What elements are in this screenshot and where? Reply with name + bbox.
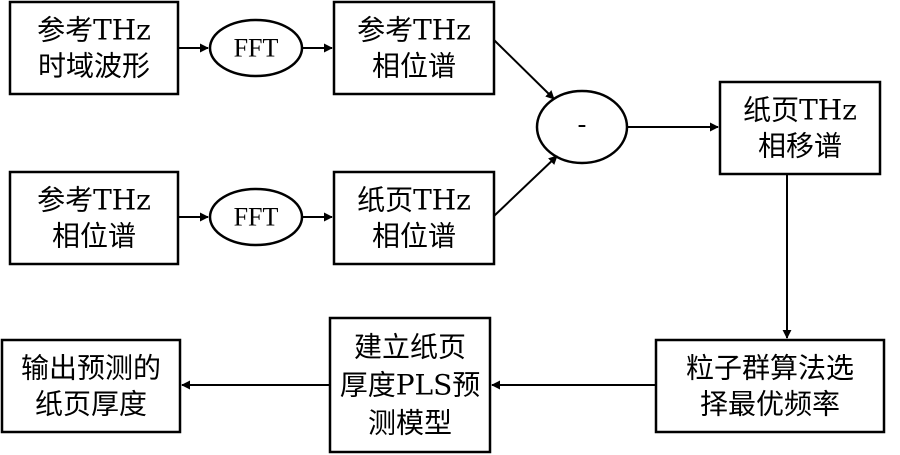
ref-phase-top-line: 相位谱: [372, 50, 456, 83]
paper-phase-shift-box: [718, 80, 882, 176]
output-line: 输出预测的: [21, 352, 161, 385]
paper-phase-shift-line: 相移谱: [758, 130, 842, 163]
paper-phase-box: [332, 170, 496, 266]
build-pls-box: [328, 316, 492, 454]
ref-phase-bottom-line: 参考THz: [37, 184, 151, 217]
output-label: 输出预测的纸页厚度: [21, 352, 161, 421]
build-pls-line: 建立纸页: [354, 331, 466, 364]
build-pls-label: 建立纸页厚度PLS预测模型: [340, 331, 481, 440]
subtract-label: -: [578, 110, 587, 139]
output-box: [0, 338, 182, 434]
paper-phase-shift-line: 纸页THz: [743, 94, 857, 127]
pso-select-label: 粒子群算法选择最优频率: [686, 352, 854, 421]
arrow-paper-phase-to-subtract: [493, 155, 558, 217]
paper-phase-line: 相位谱: [372, 220, 456, 253]
pso-select-line: 粒子群算法选: [686, 352, 854, 385]
build-pls-line: 厚度PLS预: [340, 369, 481, 402]
fft-2-label: FFT: [234, 203, 279, 232]
ref-phase-bottom-box: [8, 170, 180, 266]
ref-time-waveform-line: 时域波形: [38, 50, 150, 83]
ref-phase-top-box: [332, 0, 496, 96]
ref-time-waveform-box: [8, 0, 180, 96]
output-line: 纸页厚度: [35, 388, 147, 421]
build-pls-line: 测模型: [368, 407, 452, 440]
fft-2-line: FFT: [234, 203, 279, 232]
ref-phase-top-line: 参考THz: [357, 14, 471, 47]
pso-select-line: 择最优频率: [700, 388, 840, 421]
ref-phase-bottom-line: 相位谱: [52, 220, 136, 253]
paper-phase-line: 纸页THz: [357, 184, 471, 217]
fft-1-line: FFT: [234, 34, 279, 63]
ref-time-waveform-line: 参考THz: [37, 14, 151, 47]
subtract-line: -: [578, 110, 587, 139]
arrow-ref-phase-to-subtract: [493, 39, 555, 100]
fft-1-label: FFT: [234, 34, 279, 63]
